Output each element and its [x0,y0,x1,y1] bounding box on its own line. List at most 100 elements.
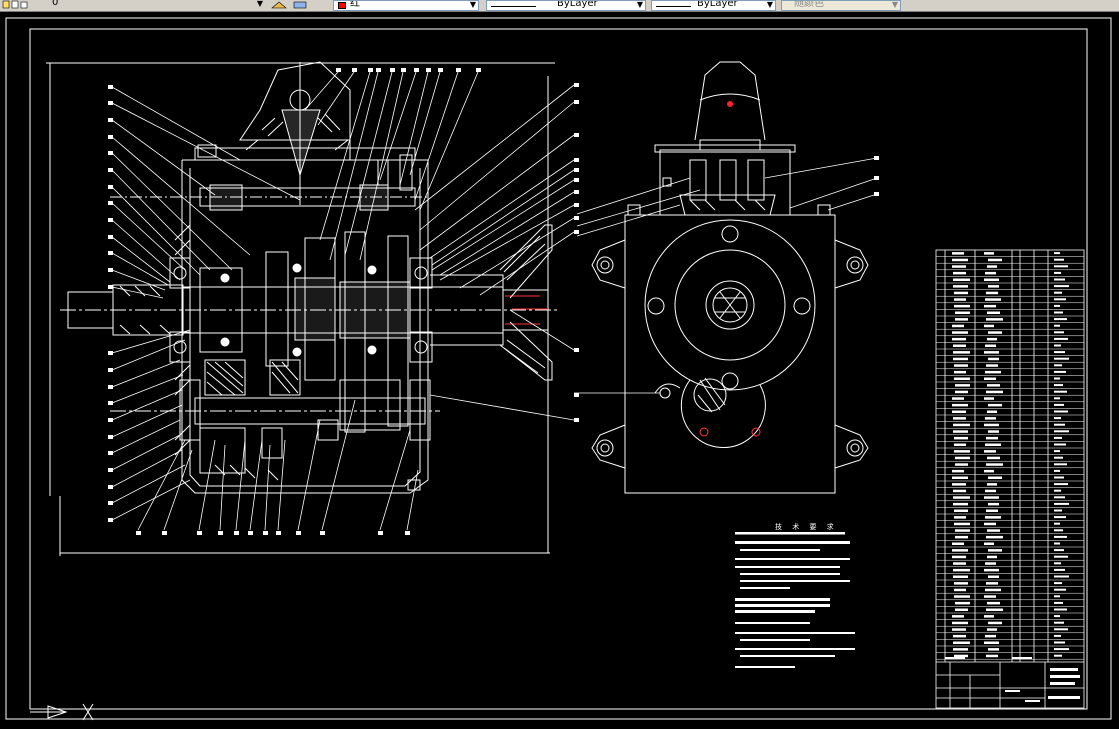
table-cell-mark [988,357,999,361]
table-cell-mark [952,403,968,407]
table-cell-mark [952,258,968,262]
table-cell-mark [988,502,999,506]
table-cell-mark [955,608,968,611]
table-cell-mark [985,489,996,493]
layer-dropdown[interactable]: 0 ▼ [40,0,265,11]
chevron-down-icon[interactable]: ▼ [891,0,898,9]
table-cell-mark [987,410,997,413]
table-cell-mark [1054,258,1064,261]
table-cell-mark [984,252,994,255]
drawing-canvas[interactable]: 技 术 要 求 [0,12,1119,729]
table-cell-mark [984,641,999,644]
table-cell-mark [954,595,970,598]
table-cell-mark [1054,397,1060,400]
table-cell-mark [986,364,998,367]
table-cell-mark [954,291,968,295]
table-cell-mark [955,601,970,605]
table-cell-mark [1054,298,1066,301]
table-cell-mark [986,654,998,658]
table-cell-mark [1054,311,1063,314]
table-cell-mark [987,628,997,631]
table-cell-mark [987,601,1000,605]
table-cell-mark [1054,450,1060,453]
table-cell-mark [955,390,968,394]
table-cell-mark [1054,271,1061,274]
properties-toolbar: 0 ▼ 红 ▼ ByLayer ▼ ByLayer ▼ 随颜色 ▼ [0,0,1119,12]
table-cell-mark [953,271,966,275]
table-cell-mark [1054,562,1061,565]
parts-list-text-marks [952,252,1069,658]
chevron-down-icon[interactable]: ▼ [256,0,263,8]
table-cell-mark [953,502,968,506]
table-cell-mark [954,582,968,585]
table-cell-mark [1054,384,1063,387]
table-cell-mark [1054,436,1062,439]
layer-previous-icon[interactable] [292,0,310,10]
table-cell-mark [954,588,966,592]
ucs-icon [30,703,94,721]
table-cell-mark [1054,265,1068,268]
table-cell-mark [986,582,998,585]
table-cell-mark [954,304,970,308]
table-cell-mark [952,397,964,400]
table-cell-mark [987,265,997,268]
table-cell-mark [1054,555,1068,558]
table-cell-mark [1054,318,1067,321]
table-cell-mark [988,430,999,433]
make-current-layer-icon[interactable] [270,0,288,10]
table-cell-mark [987,483,997,486]
lineweight-value: ByLayer [697,0,738,9]
table-cell-mark [952,483,966,486]
table-cell-mark [953,285,968,288]
table-cell-mark [1054,542,1060,545]
table-cell-mark [952,469,964,473]
table-cell-mark [1054,278,1065,281]
table-cell-mark [1054,337,1068,340]
cad-drawing [5,17,1112,721]
table-cell-mark [1054,417,1061,420]
table-cell-mark [1054,285,1069,288]
table-cell-mark [984,542,994,545]
table-cell-mark [953,562,966,565]
table-cell-mark [953,641,970,644]
table-cell-mark [984,423,999,427]
table-cell-mark [954,450,970,453]
table-cell-mark [952,549,968,552]
table-cell-mark [955,463,968,466]
table-cell-mark [1054,529,1063,532]
outer-border [5,17,1112,720]
table-cell-mark [955,318,968,321]
table-cell-mark [954,436,968,440]
table-cell-mark [1054,390,1067,393]
table-cell-mark [985,443,1001,446]
chevron-down-icon[interactable]: ▼ [469,0,476,9]
table-cell-mark [986,509,998,512]
table-cell-mark [1054,588,1066,591]
table-cell-mark [1054,291,1062,294]
color-dropdown[interactable]: 红 ▼ [333,0,479,11]
table-cell-mark [1054,357,1069,360]
table-cell-mark [1054,641,1065,644]
table-cell-mark [984,278,999,281]
table-cell-mark [1054,628,1068,631]
table-cell-mark [953,489,966,493]
lineweight-sample-line [656,6,691,7]
table-cell-mark [952,331,968,334]
table-cell-mark [953,496,970,499]
plotstyle-dropdown[interactable]: 随颜色 ▼ [781,0,901,11]
linetype-dropdown[interactable]: ByLayer ▼ [486,0,646,11]
table-cell-mark [952,337,966,341]
table-cell-mark [985,370,1001,374]
end-view [574,61,879,494]
chevron-down-icon[interactable]: ▼ [766,0,773,9]
lineweight-dropdown[interactable]: ByLayer ▼ [651,0,776,11]
table-cell-mark [987,384,1000,387]
layer-state-icons[interactable] [2,0,32,10]
layer-name: 0 [52,0,59,8]
table-cell-mark [984,522,996,526]
chevron-down-icon[interactable]: ▼ [636,0,643,9]
table-cell-mark [984,450,996,453]
table-cell-mark [954,443,966,446]
table-cell-mark [988,621,1002,625]
table-cell-mark [985,344,996,347]
